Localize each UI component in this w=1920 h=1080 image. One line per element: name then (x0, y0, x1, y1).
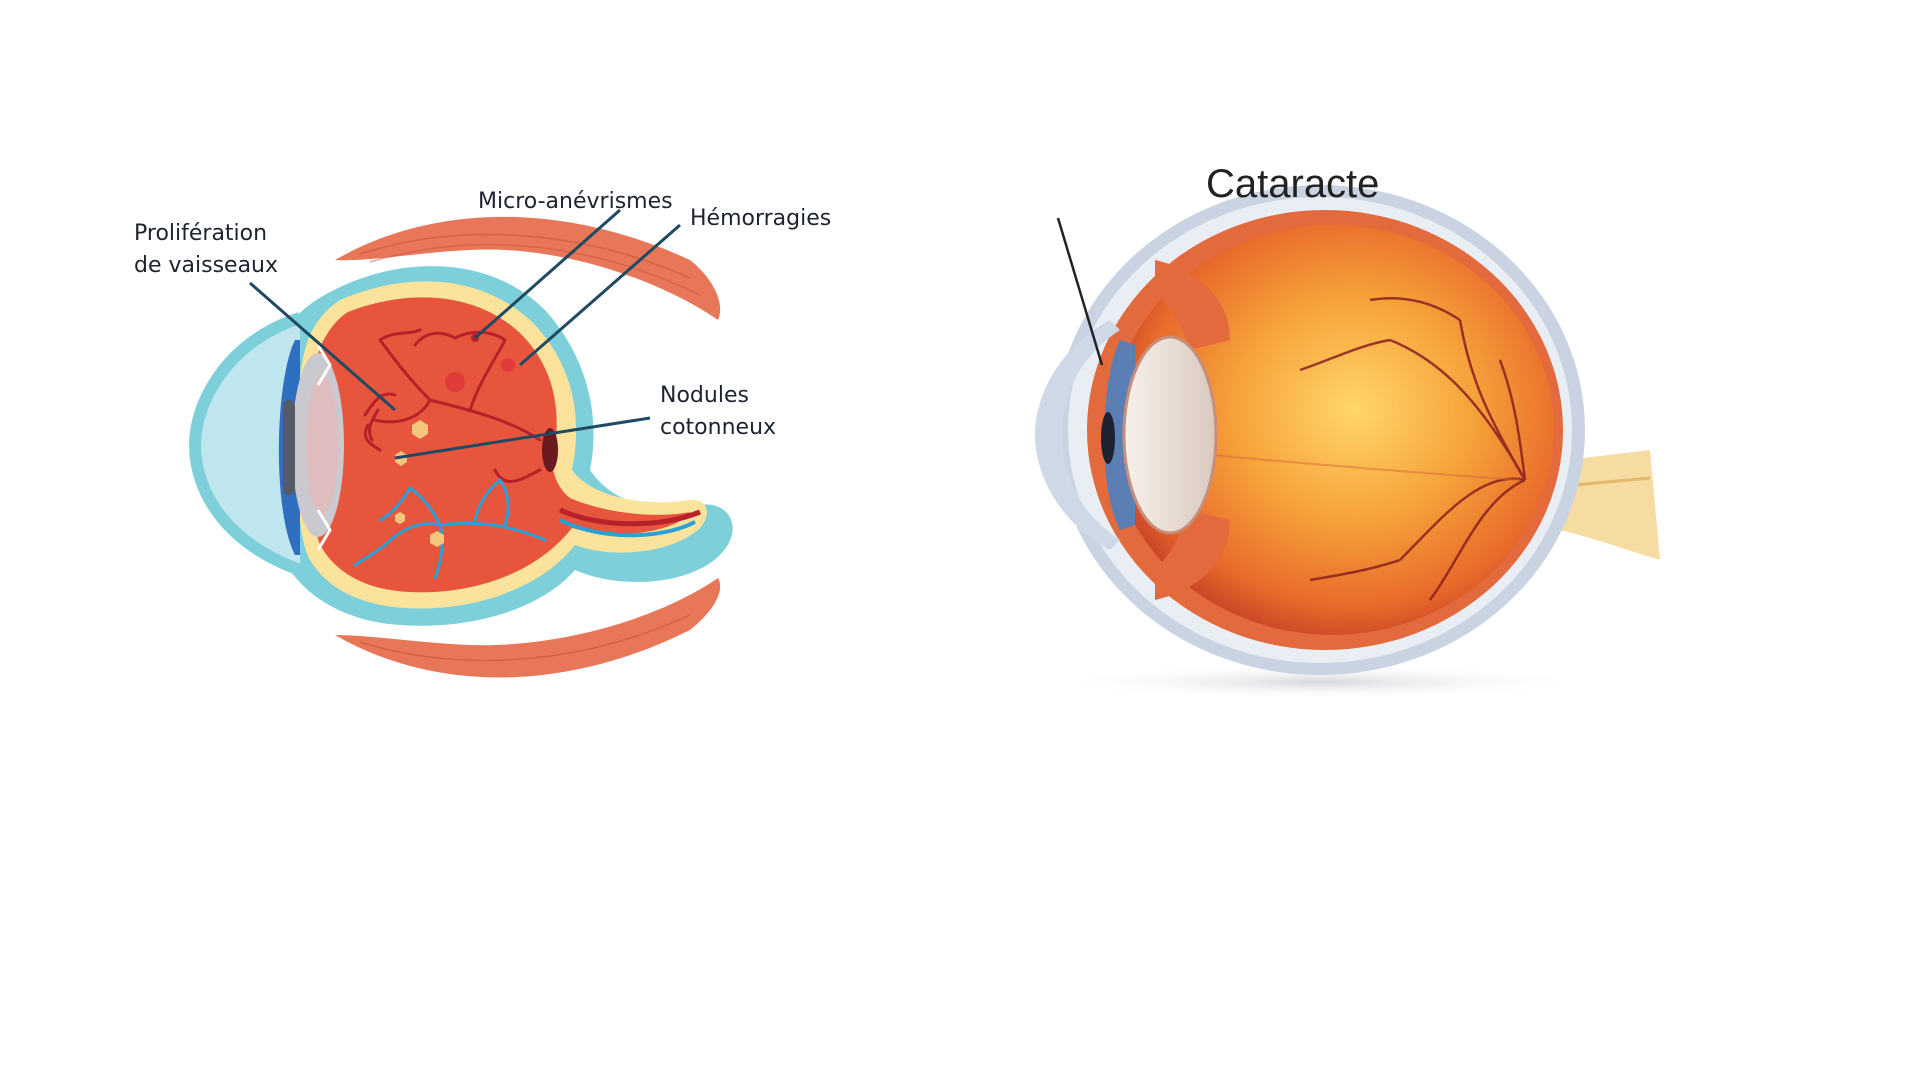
cornea (1035, 320, 1120, 550)
hemorrhage-spot (445, 372, 465, 392)
diabetic-retinopathy-diagram: Prolifération de vaisseaux Micro-anévris… (134, 189, 832, 678)
cataract-leader-line (1056, 217, 1104, 366)
iris (1104, 340, 1135, 530)
cotton-nodule (412, 420, 428, 439)
cataract-lens (1122, 335, 1218, 535)
hemorrhage-spot (501, 358, 515, 372)
label-proliferation-line1: Prolifération (134, 221, 268, 246)
label-microaneurysms: Micro-anévrismes (478, 189, 673, 214)
pupil (1101, 412, 1115, 464)
cataract-diagram: Cataracte (960, 0, 1920, 1080)
ciliary-body (1155, 260, 1230, 350)
label-proliferation-line2: de vaisseaux (134, 253, 279, 278)
retinal-vessels-blue (353, 478, 547, 580)
optic-disc (542, 428, 558, 472)
upper-eye-muscle (335, 216, 721, 320)
lower-eye-muscle (335, 578, 721, 678)
cotton-nodule (430, 531, 444, 547)
label-cataract: Cataracte (1206, 162, 1380, 206)
label-cotton-nodules-line1: Nodules (660, 383, 749, 408)
retinopathy-eye-illustration (188, 208, 733, 678)
cataract-eye-illustration (1035, 185, 1660, 700)
leader-lines (249, 208, 681, 460)
cotton-nodule (395, 512, 405, 524)
retinal-vessels-red (363, 328, 542, 483)
label-cotton-nodules-line2: cotonneux (660, 415, 777, 440)
label-hemorrhages: Hémorragies (690, 206, 832, 231)
